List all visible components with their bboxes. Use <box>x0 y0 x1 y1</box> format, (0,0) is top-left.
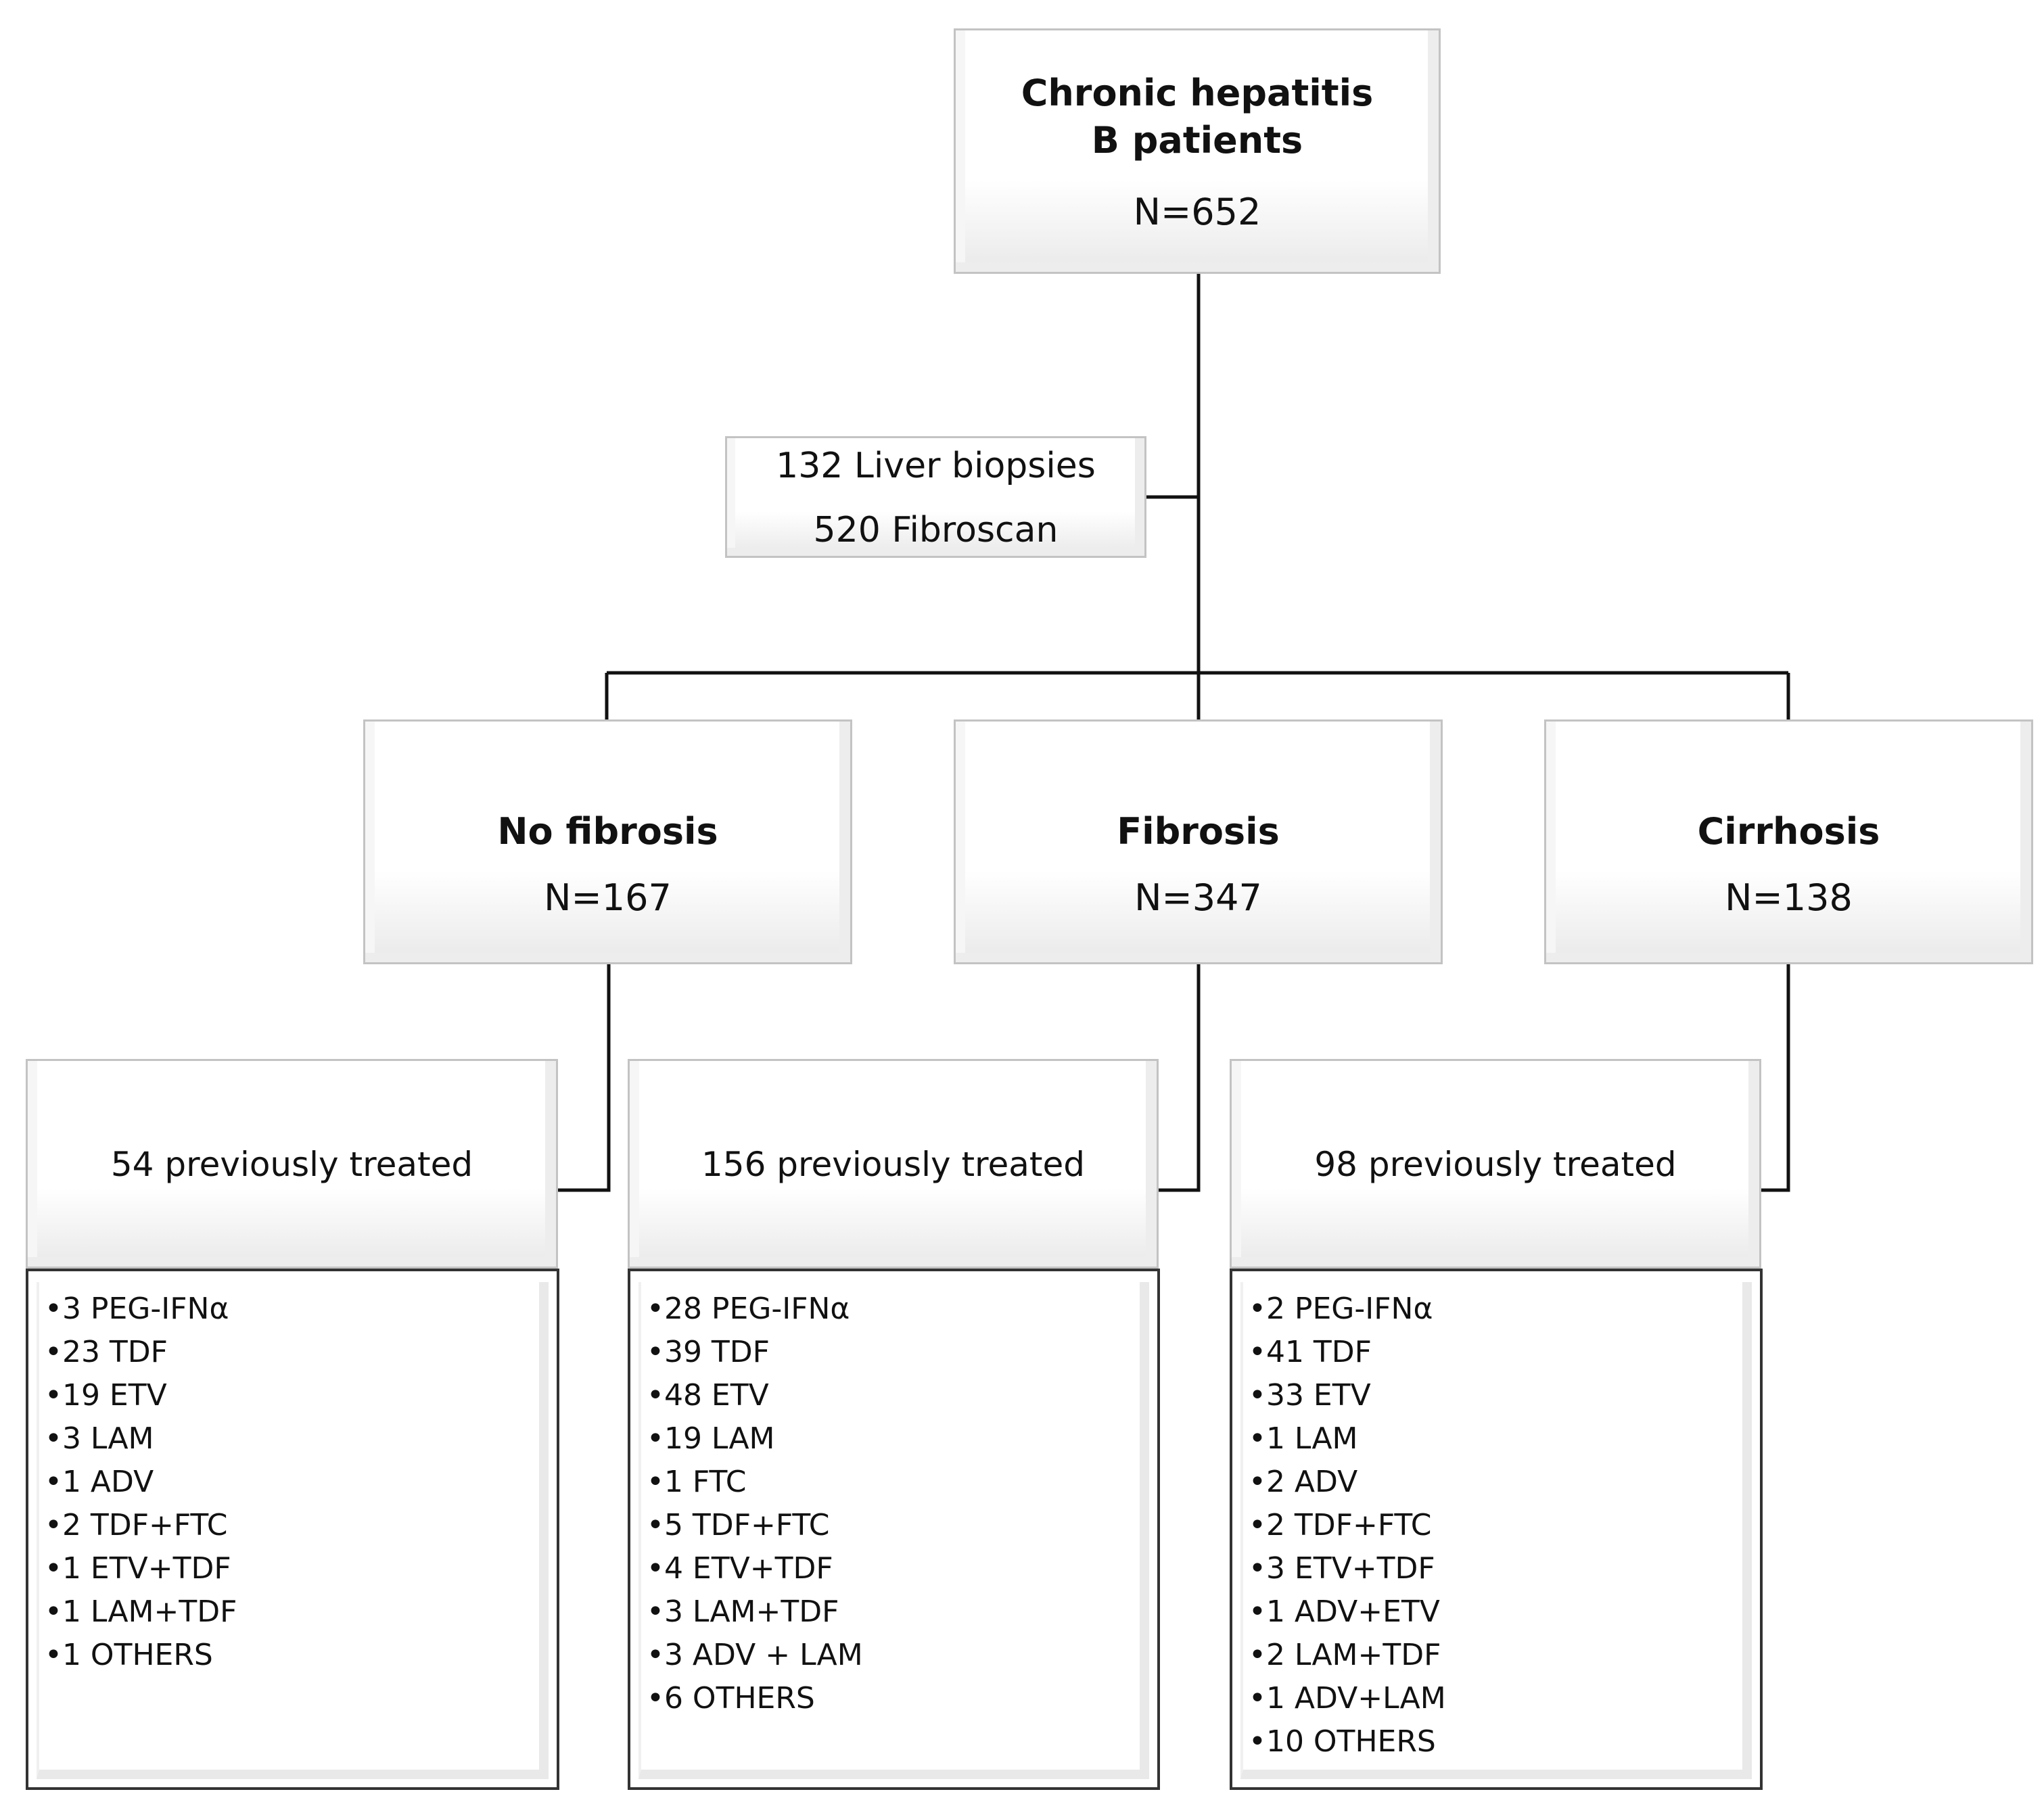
root-title: Chronic hepatitis B patients <box>1021 72 1374 162</box>
group-box-fibrosis: Fibrosis N=347 <box>954 719 1443 964</box>
group-count: N=138 <box>1725 876 1853 919</box>
treatment-item: 1 ADV+ETV <box>1249 1590 1760 1634</box>
treatment-item: 2 TDF+FTC <box>45 1504 557 1547</box>
treatment-list-no-fibrosis: 3 PEG-IFNα 23 TDF 19 ETV 3 LAM 1 ADV 2 T… <box>26 1269 559 1790</box>
treated-box-fibrosis: 156 previously treated <box>628 1059 1159 1269</box>
treatment-item: 5 TDF+FTC <box>647 1504 1157 1547</box>
treatment-item: 19 LAM <box>647 1417 1157 1461</box>
assessment-fibroscan: 520 Fibroscan <box>813 510 1059 550</box>
group-box-cirrhosis: Cirrhosis N=138 <box>1544 719 2033 964</box>
treatment-item: 33 ETV <box>1249 1374 1760 1417</box>
treatment-item: 3 LAM+TDF <box>647 1590 1157 1634</box>
treatment-list-cirrhosis: 2 PEG-IFNα 41 TDF 33 ETV 1 LAM 2 ADV 2 T… <box>1230 1269 1763 1790</box>
treatment-item: 3 ADV + LAM <box>647 1634 1157 1677</box>
treated-box-no-fibrosis: 54 previously treated <box>26 1059 558 1269</box>
treatment-item: 1 ADV <box>45 1461 557 1504</box>
treatment-item: 1 ADV+LAM <box>1249 1677 1760 1720</box>
treatment-list-fibrosis: 28 PEG-IFNα 39 TDF 48 ETV 19 LAM 1 FTC 5… <box>628 1269 1160 1790</box>
treatment-item: 1 LAM <box>1249 1417 1760 1461</box>
treatment-item: 2 TDF+FTC <box>1249 1504 1760 1547</box>
treatment-item: 19 ETV <box>45 1374 557 1417</box>
treatment-item: 4 ETV+TDF <box>647 1547 1157 1590</box>
treatment-item: 23 TDF <box>45 1331 557 1374</box>
treated-label: 98 previously treated <box>1314 1145 1677 1184</box>
treatment-item: 2 LAM+TDF <box>1249 1634 1760 1677</box>
group-title: Cirrhosis <box>1697 810 1880 853</box>
treatment-item: 3 ETV+TDF <box>1249 1547 1760 1590</box>
assessment-box: 132 Liver biopsies 520 Fibroscan <box>725 436 1146 558</box>
treatment-item: 2 PEG-IFNα <box>1249 1288 1760 1331</box>
group-title: Fibrosis <box>1117 810 1280 853</box>
treatment-item: 1 FTC <box>647 1461 1157 1504</box>
treatment-item: 39 TDF <box>647 1331 1157 1374</box>
treatment-item: 1 ETV+TDF <box>45 1547 557 1590</box>
no-fibrosis-to-treated-line <box>558 964 611 1192</box>
group-count: N=347 <box>1134 876 1262 919</box>
group-box-no-fibrosis: No fibrosis N=167 <box>363 719 852 964</box>
treatment-item: 3 PEG-IFNα <box>45 1288 557 1331</box>
treatment-item: 41 TDF <box>1249 1331 1760 1374</box>
treated-box-cirrhosis: 98 previously treated <box>1230 1059 1761 1269</box>
treatment-item: 6 OTHERS <box>647 1677 1157 1720</box>
treatment-item: 48 ETV <box>647 1374 1157 1417</box>
treatment-item: 2 ADV <box>1249 1461 1760 1504</box>
treated-label: 54 previously treated <box>110 1145 473 1184</box>
treated-label: 156 previously treated <box>701 1145 1086 1184</box>
treatment-item: 10 OTHERS <box>1249 1720 1760 1764</box>
cirrhosis-to-treated-line <box>1761 964 1790 1192</box>
treatment-item: 1 OTHERS <box>45 1634 557 1677</box>
group-count: N=167 <box>544 876 672 919</box>
treatment-item: 1 LAM+TDF <box>45 1590 557 1634</box>
root-count: N=652 <box>1133 191 1261 233</box>
fibrosis-to-treated-line <box>1159 964 1201 1192</box>
treatment-item: 28 PEG-IFNα <box>647 1288 1157 1331</box>
assessment-biopsies: 132 Liver biopsies <box>776 446 1096 486</box>
root-box: Chronic hepatitis B patients N=652 <box>954 28 1441 274</box>
treatment-item: 3 LAM <box>45 1417 557 1461</box>
group-title: No fibrosis <box>497 810 718 853</box>
